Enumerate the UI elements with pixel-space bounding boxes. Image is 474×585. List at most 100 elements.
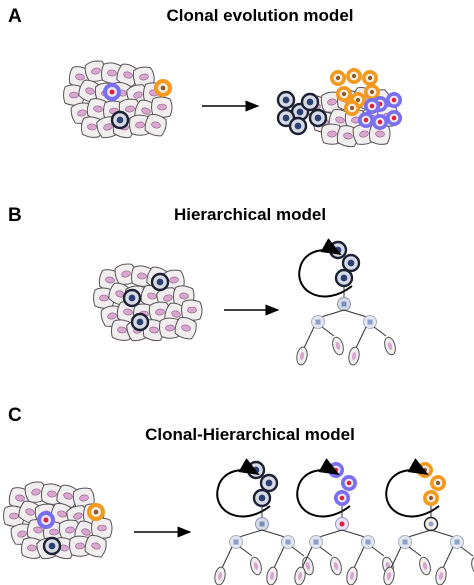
terminal-cell (471, 556, 474, 576)
cell-nucleus (343, 132, 353, 140)
panel-a-result (276, 68, 402, 148)
lineage-line (273, 546, 285, 569)
stem-cell-nucleus (314, 114, 322, 122)
differentiated-cell-nucleus (285, 539, 291, 545)
cell-nucleus (99, 294, 109, 302)
terminal-cell-nucleus (217, 572, 223, 580)
stem-cell-nucleus (258, 494, 266, 502)
terminal-cell-nucleus (349, 572, 355, 580)
lineage-line (321, 326, 335, 337)
lineage-line (221, 546, 233, 569)
terminal-cell (332, 336, 344, 356)
progenitor-nucleus (339, 521, 345, 527)
lineage-line (460, 546, 474, 557)
cell-nucleus (359, 130, 369, 138)
cell-nucleus (49, 528, 59, 536)
stem-cell-nucleus (340, 274, 348, 282)
self-renewal-arrow (216, 458, 271, 518)
panel-b-hierarchy (296, 238, 396, 366)
progenitor-nucleus (259, 521, 265, 527)
cell-nucleus (65, 526, 75, 534)
cell-nucleus (121, 270, 131, 278)
panel-c-title: Clonal-Hierarchical model (145, 425, 355, 444)
cell-nucleus (147, 292, 157, 300)
terminal-cell (346, 566, 358, 585)
stem-cell-nucleus (265, 479, 273, 487)
cell-nucleus (57, 510, 67, 518)
normal-cell (151, 96, 173, 118)
normal-cell (174, 316, 197, 340)
stem-cell-nucleus (282, 96, 290, 104)
stem-cell-nucleus (294, 122, 302, 130)
orange-clone-nucleus (367, 75, 373, 81)
progenitor-nucleus (428, 521, 434, 527)
terminal-cell-nucleus (269, 572, 275, 580)
blue-clone-nucleus (391, 97, 397, 103)
blue-clone-nucleus (363, 117, 369, 123)
cell-nucleus (375, 130, 385, 138)
normal-cell (116, 63, 139, 87)
cell-nucleus (47, 490, 57, 498)
cell-nucleus (117, 326, 127, 334)
stem-cell-nucleus (128, 294, 136, 302)
orange-clone-nucleus (335, 75, 341, 81)
panel-b-letter: B (8, 205, 22, 226)
lineage-line (373, 326, 387, 337)
orange-clone-nucleus (349, 105, 355, 111)
differentiated-cell-nucleus (454, 539, 460, 545)
normal-cell (114, 263, 137, 285)
progenitor-nucleus (341, 301, 347, 307)
cell-nucleus (181, 324, 191, 332)
lineage-line (301, 546, 313, 569)
terminal-cell-nucleus (305, 562, 311, 570)
blue-clone-nucleus (391, 115, 397, 121)
lineage-line (355, 326, 367, 349)
lineage-line (442, 546, 454, 569)
self-renewal-arrow (385, 458, 440, 518)
differentiated-cell-nucleus (313, 539, 319, 545)
cell-nucleus (149, 326, 159, 334)
panel-c-hierarchy-stem (214, 458, 314, 585)
cell-nucleus (187, 306, 197, 314)
terminal-cell-nucleus (387, 342, 393, 350)
cell-nucleus (105, 276, 115, 284)
lineage-line (303, 326, 315, 349)
orange-clone-nucleus (160, 85, 166, 91)
terminal-cell (296, 346, 308, 366)
cell-nucleus (73, 512, 83, 520)
cell-nucleus (103, 123, 113, 131)
terminal-cell-nucleus (438, 572, 444, 580)
panel-c-hierarchy-orange (383, 458, 474, 585)
cell-nucleus (17, 530, 27, 538)
stem-cell-nucleus (48, 542, 56, 550)
cell-nucleus (123, 308, 133, 316)
terminal-cell-nucleus (297, 572, 303, 580)
cell-nucleus (27, 544, 37, 552)
terminal-cell-body (471, 556, 474, 576)
differentiated-cell-nucleus (367, 319, 373, 325)
cell-nucleus (169, 276, 179, 284)
panel-b-diagram (93, 263, 203, 342)
stem-cell-nucleus (116, 116, 124, 124)
normal-cell (86, 98, 109, 121)
differentiated-cell-nucleus (402, 539, 408, 545)
cell-nucleus (87, 123, 97, 131)
cell-nucleus (151, 121, 161, 129)
panel-c-diagram (3, 481, 113, 560)
terminal-cell (330, 556, 342, 576)
stem-cell-nucleus (156, 278, 164, 286)
stem-cell-nucleus (282, 114, 290, 122)
cell-nucleus (91, 542, 101, 550)
cell-nucleus (155, 308, 165, 316)
cell-nucleus (335, 116, 345, 124)
terminal-cell (419, 556, 431, 576)
cell-nucleus (171, 310, 181, 318)
self-renewal-arrow (298, 238, 353, 298)
terminal-cell-nucleus (253, 562, 259, 570)
blue-clone-nucleus (369, 103, 375, 109)
normal-cell (84, 534, 107, 558)
differentiated-cell-nucleus (315, 319, 321, 325)
cell-nucleus (137, 272, 147, 280)
panel-a-diagram (63, 60, 173, 139)
